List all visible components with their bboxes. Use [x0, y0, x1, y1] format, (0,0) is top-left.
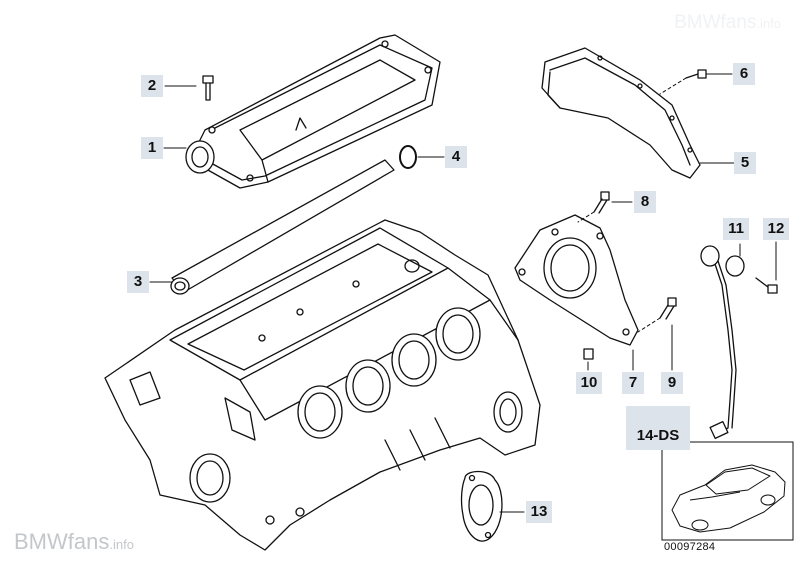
- callout-7[interactable]: 7: [622, 372, 644, 394]
- car-thumbnail: [661, 441, 794, 541]
- callout-5[interactable]: 5: [734, 152, 756, 174]
- callout-2[interactable]: 2: [141, 75, 163, 97]
- watermark-top: BMWfans.info: [674, 12, 781, 33]
- dashed-assembly-lines: [577, 77, 687, 333]
- callout-10[interactable]: 10: [576, 372, 602, 394]
- part-13-gasket: [460, 470, 503, 542]
- callout-9[interactable]: 9: [661, 372, 683, 394]
- part-1-oil-cover: [185, 34, 441, 189]
- engine-block: [104, 219, 541, 551]
- part-8-bolt: [593, 191, 610, 214]
- part-6-bolt: [685, 69, 707, 79]
- callout-8[interactable]: 8: [634, 191, 656, 213]
- part-4-o-ring: [399, 145, 417, 169]
- callout-11[interactable]: 11: [723, 218, 749, 240]
- callout-13[interactable]: 13: [526, 501, 552, 523]
- part-10-nut: [583, 348, 594, 360]
- part-2-bolt: [202, 75, 214, 101]
- part-7-seal-carrier: [514, 214, 639, 346]
- part-12-bolt: [755, 277, 778, 294]
- part-11-knock-sensor: [700, 245, 745, 440]
- part-9-bolt: [659, 297, 677, 320]
- callout-1[interactable]: 1: [141, 137, 163, 159]
- reference-number: 00097284: [664, 541, 716, 553]
- callout-4[interactable]: 4: [445, 146, 467, 168]
- part-5-timing-cover: [541, 47, 701, 179]
- leader-lines: [149, 73, 777, 513]
- callout-3[interactable]: 3: [127, 271, 149, 293]
- callout-14-ds[interactable]: 14-DS: [626, 406, 690, 450]
- callout-12[interactable]: 12: [763, 218, 789, 240]
- watermark-bottom: BMWfans.info: [14, 529, 134, 554]
- callout-6[interactable]: 6: [733, 63, 755, 85]
- part-3-tube: [170, 159, 395, 295]
